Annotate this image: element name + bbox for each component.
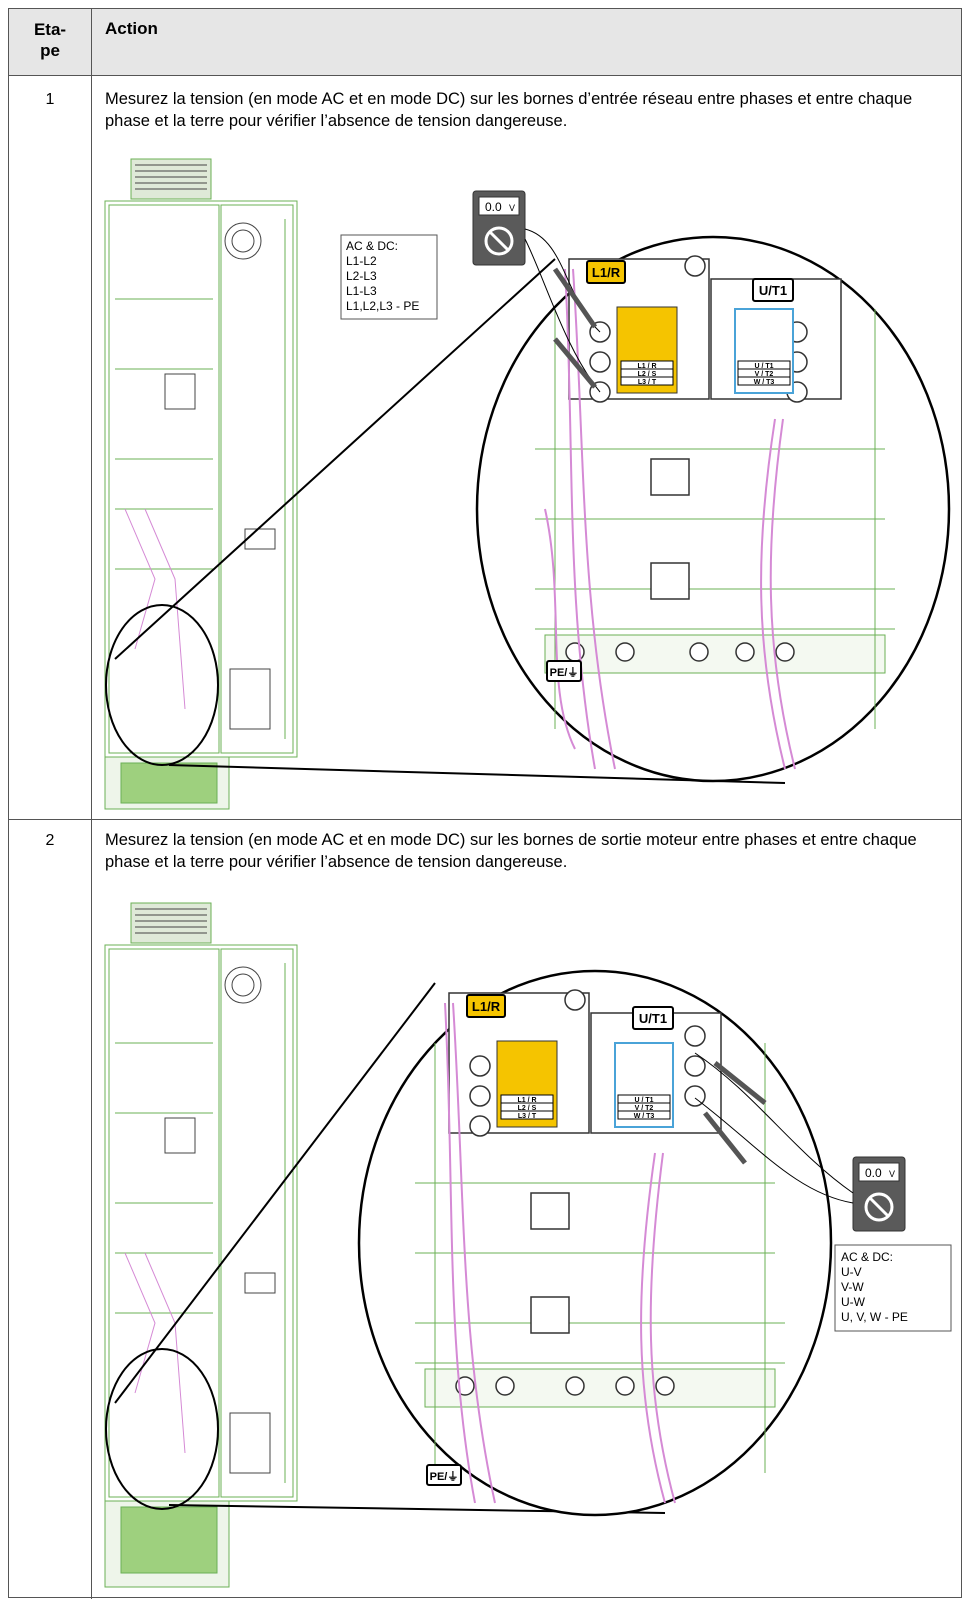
procedure-table: Eta- pe Action 1 Mesurez la tension (en … [8,8,962,1599]
input-tag-line: L3 / T [518,1113,537,1120]
legend-line: AC & DC: [346,239,398,253]
table-header: Eta- pe Action [9,9,961,76]
legend-line: U-V [841,1265,862,1279]
row-divider [9,819,961,820]
legend-line: L1-L2 [346,254,377,268]
input-tag-line: L1 / R [637,363,656,370]
input-tag-line: L2 / S [518,1105,537,1112]
output-tag-line: U / T1 [634,1097,653,1104]
pe-label: PE/⏚ [430,1470,459,1483]
legend-line: U-W [841,1295,866,1309]
illustration-step-2: L1 / R L2 / S L3 / T U / T1 V / T2 W / T… [104,902,952,1588]
legend-line: AC & DC: [841,1250,893,1264]
illustration-step-1: AC & DC: L1-L2 L2-L3 L1-L3 L1,L2,L3 - PE [104,158,951,810]
drive-cabinet [104,902,298,1588]
output-tag-line: W / T3 [754,379,775,386]
input-tag-line: L3 / T [638,379,657,386]
l1r-label: L1/R [592,265,621,280]
pe-label: PE/⏚ [550,666,579,679]
column-divider [91,9,92,1599]
legend-line: V-W [841,1280,864,1294]
legend-line: L1,L2,L3 - PE [346,299,419,313]
l1r-label: L1/R [472,999,501,1014]
drive-cabinet [104,158,298,810]
step-number-1: 1 [45,91,55,108]
ut1-label: U/T1 [759,283,787,298]
input-tag-line: L1 / R [517,1097,536,1104]
legend-line: L1-L3 [346,284,377,298]
step-number-2: 2 [45,832,55,849]
step-text-1: Mesurez la tension (en mode AC et en mod… [105,90,913,130]
step-text-2: Mesurez la tension (en mode AC et en mod… [105,831,917,871]
zoom-circle-small [105,1348,219,1510]
legend-line: U, V, W - PE [841,1310,908,1324]
output-tag-line: V / T2 [635,1105,654,1112]
output-tag-line: U / T1 [754,363,773,370]
header-step: Eta- pe [33,20,67,60]
ut1-label: U/T1 [639,1011,667,1026]
meter-unit: V [509,203,515,213]
output-tag-line: W / T3 [634,1113,655,1120]
input-tag-line: L2 / S [638,371,657,378]
meter-reading: 0.0 [865,1166,882,1180]
meter-unit: V [889,1169,895,1179]
output-tag-line: V / T2 [755,371,774,378]
cables [544,268,796,770]
zoom-circle-small [105,604,219,766]
legend-line: L2-L3 [346,269,377,283]
header-action: Action [105,19,158,38]
meter-reading: 0.0 [485,200,502,214]
cables [444,1002,676,1504]
